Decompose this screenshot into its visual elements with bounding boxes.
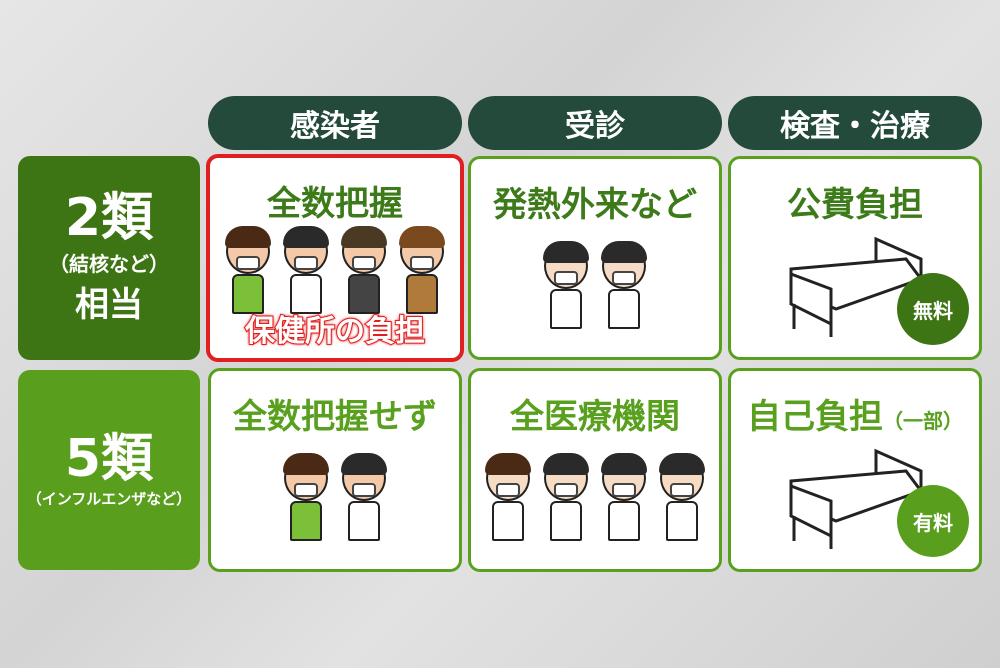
cell-class2-visit: 発熱外来など [468,156,722,360]
free-badge: 無料 [897,273,969,345]
row-label-class2: 2類 （結核など） 相当 [18,156,200,360]
cell-title: 全数把握せず [233,397,437,437]
cell-title: 発熱外来など [493,185,697,225]
cell-class5-infected: 全数把握せず [208,368,462,572]
hospital-bed-icon [789,448,924,549]
cell-title: 全数把握 [267,184,403,224]
cell-title: 公費負担 [787,185,923,225]
patients-illustration [211,453,459,555]
paid-badge: 有料 [897,485,969,557]
class-sub: 相当 [75,284,143,325]
class-main: 2類 [64,188,154,249]
cell-class2-treatment: 公費負担 無料 [728,156,982,360]
class-main: 5類 [64,428,154,489]
health-center-burden-note: 保健所の負担 [244,313,426,350]
cell-title: 全医療機関 [510,397,680,437]
row-label-class5: 5類 （インフルエンザなど） [18,370,200,570]
cell-title: 自己負担 [747,397,883,437]
partial-note: （一部） [883,409,963,433]
doctors-illustration [471,241,719,343]
header-infected: 感染者 [208,96,462,150]
class-note: （インフルエンザなど） [26,490,192,509]
cell-class5-visit: 全医療機関 [468,368,722,572]
doctors-illustration [471,453,719,555]
header-treatment: 検査・治療 [728,96,982,150]
header-visit: 受診 [468,96,722,150]
class-note: （結核など） [49,251,169,276]
hospital-bed-icon [789,236,924,337]
cell-class5-treatment: 自己負担（一部） 有料 [728,368,982,572]
cell-class2-infected: 全数把握 保健所の負担 [206,154,464,362]
patients-illustration [210,226,460,328]
